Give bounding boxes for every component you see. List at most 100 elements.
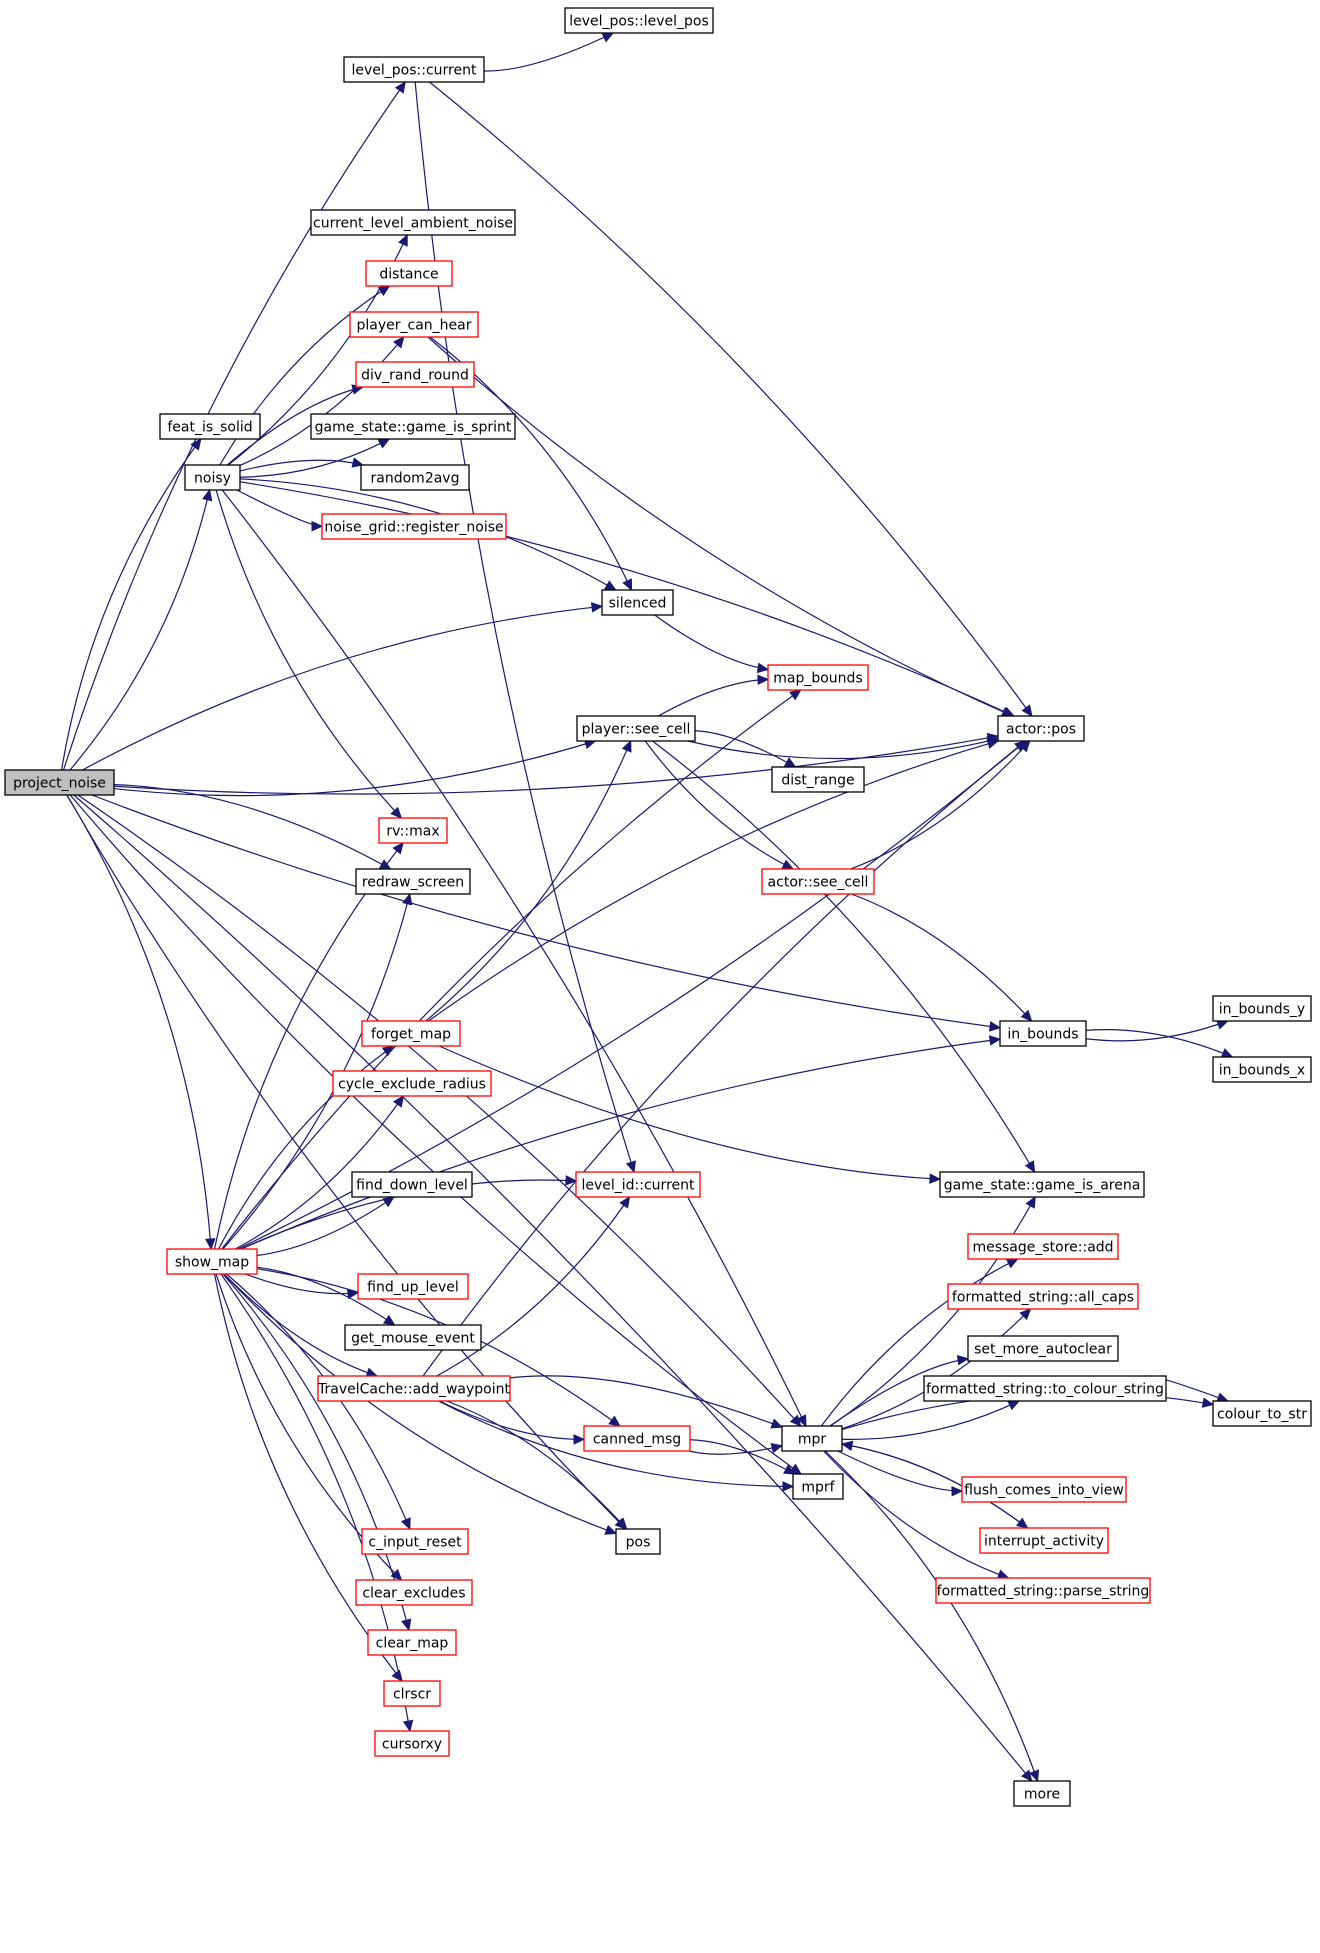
node-flush-comes-into-view[interactable]: flush_comes_into_view	[961, 1476, 1127, 1503]
arrowhead-noisy-to-silenced	[604, 580, 617, 591]
node-noisy[interactable]: noisy	[184, 464, 241, 491]
node-label: cursorxy	[382, 1737, 442, 1753]
node-actor-pos[interactable]: actor::pos	[997, 715, 1085, 742]
node-clear-map[interactable]: clear_map	[367, 1629, 457, 1656]
node-silenced[interactable]: silenced	[601, 589, 674, 616]
edge-mpr-to-game_is_arena	[829, 1196, 1036, 1427]
node-canned-msg[interactable]: canned_msg	[583, 1425, 691, 1452]
node-set-more-autoclear[interactable]: set_more_autoclear	[967, 1335, 1119, 1362]
node-get-mouse-event[interactable]: get_mouse_event	[344, 1324, 482, 1351]
arrowhead-add_waypoint-to-mprf	[782, 1481, 795, 1492]
edge-player_see_cell-to-map_bounds	[658, 678, 769, 717]
arrowhead-canned_msg-to-mprf	[783, 1464, 796, 1475]
edge-canned_msg-to-mprf	[689, 1439, 796, 1475]
node-cursorxy[interactable]: cursorxy	[374, 1730, 450, 1757]
node-label: cycle_exclude_radius	[338, 1077, 486, 1093]
node-box	[997, 715, 1085, 742]
node-label: clear_map	[376, 1636, 449, 1652]
arrowhead-noisy-to-random2avg	[351, 457, 365, 468]
node-rv-max[interactable]: rv::max	[378, 817, 448, 844]
node-message-store-add[interactable]: message_store::add	[967, 1233, 1119, 1260]
arrowhead-add_waypoint-to-actor_pos	[1014, 740, 1027, 752]
node-player-see-cell[interactable]: player::see_cell	[576, 715, 696, 742]
node-more[interactable]: more	[1013, 1780, 1071, 1807]
edge-noisy-to-register_noise	[236, 489, 323, 527]
edge-project_noise-to-mprf	[69, 794, 802, 1475]
arrowhead-mpr-to-game_is_arena	[1025, 1195, 1036, 1209]
node-mprf[interactable]: mprf	[792, 1473, 844, 1500]
arrowhead-mpr-to-more	[1029, 1769, 1040, 1783]
edge-project_noise-to-show_map	[66, 794, 212, 1250]
node-box	[792, 1473, 844, 1500]
edge-mpr-to-flush_comes_into_view	[837, 1450, 963, 1492]
node-to-colour-string[interactable]: formatted_string::to_colour_string	[923, 1375, 1167, 1402]
node-box	[367, 1629, 457, 1656]
node-level-id-current[interactable]: level_id::current	[575, 1171, 701, 1198]
node-find-down-level[interactable]: find_down_level	[351, 1171, 473, 1198]
node-show-map[interactable]: show_map	[166, 1248, 258, 1275]
node-dist-range[interactable]: dist_range	[771, 766, 865, 793]
node-game-is-sprint[interactable]: game_state::game_is_sprint	[310, 413, 516, 440]
node-box	[351, 1171, 473, 1198]
node-label: map_bounds	[773, 671, 862, 687]
arrowhead-show_map-to-level_id_current	[565, 1175, 578, 1186]
node-random2avg[interactable]: random2avg	[360, 464, 470, 491]
node-parse-string[interactable]: formatted_string::parse_string	[935, 1577, 1151, 1604]
node-clear-excludes[interactable]: clear_excludes	[355, 1579, 473, 1606]
node-level-pos-current[interactable]: level_pos::current	[343, 56, 485, 83]
node-mpr[interactable]: mpr	[781, 1425, 843, 1452]
node-label: rv::max	[386, 824, 439, 840]
arrowhead-add_waypoint-to-level_id_current	[619, 1195, 631, 1209]
node-clrscr[interactable]: clrscr	[383, 1680, 441, 1707]
node-all-caps[interactable]: formatted_string::all_caps	[947, 1283, 1139, 1310]
node-current-level-ambient-noise[interactable]: current_level_ambient_noise	[310, 209, 516, 236]
node-project-noise[interactable]: project_noise	[4, 769, 115, 796]
node-label: in_bounds	[1007, 1027, 1078, 1043]
node-feat-is-solid[interactable]: feat_is_solid	[159, 413, 261, 440]
node-box	[184, 464, 241, 491]
node-find-up-level[interactable]: find_up_level	[357, 1273, 469, 1300]
node-redraw-screen[interactable]: redraw_screen	[355, 868, 471, 895]
node-in-bounds-y[interactable]: in_bounds_y	[1212, 995, 1312, 1022]
node-game-is-arena[interactable]: game_state::game_is_arena	[939, 1171, 1145, 1198]
edge-level_pos_current-to-actor_pos	[429, 81, 1033, 717]
node-box	[310, 209, 516, 236]
node-map-bounds[interactable]: map_bounds	[767, 664, 869, 691]
node-label: flush_comes_into_view	[964, 1483, 1124, 1499]
arrowhead-mpr-to-flush_comes_into_view	[951, 1486, 964, 1497]
node-div-rand-round[interactable]: div_rand_round	[355, 361, 475, 388]
node-forget-map[interactable]: forget_map	[361, 1020, 461, 1047]
node-box	[1212, 1400, 1312, 1427]
node-c-input-reset[interactable]: c_input_reset	[361, 1528, 469, 1555]
node-register-noise[interactable]: noise_grid::register_noise	[321, 513, 507, 540]
node-box	[357, 1273, 469, 1300]
node-colour-to-str[interactable]: colour_to_str	[1212, 1400, 1312, 1427]
node-player-can-hear[interactable]: player_can_hear	[349, 311, 479, 338]
node-label: canned_msg	[593, 1432, 681, 1448]
node-interrupt-activity[interactable]: interrupt_activity	[979, 1527, 1109, 1554]
node-label: feat_is_solid	[167, 420, 252, 436]
node-cycle-exclude-radius[interactable]: cycle_exclude_radius	[332, 1070, 492, 1097]
arrowhead-noisy-to-register_noise	[311, 520, 324, 532]
edge-level_pos_current-to-level_pos_level_pos	[483, 32, 614, 72]
edge-project_noise-to-feat_is_solid	[60, 438, 202, 771]
edge-show_map-to-map_bounds	[221, 689, 802, 1250]
node-in-bounds[interactable]: in_bounds	[999, 1020, 1087, 1047]
edge-add_waypoint-to-mprf	[438, 1400, 794, 1488]
arrowhead-show_map-to-c_input_reset	[400, 1517, 411, 1531]
node-box	[343, 56, 485, 83]
node-add-waypoint[interactable]: TravelCache::add_waypoint	[317, 1375, 511, 1402]
node-label: silenced	[609, 596, 667, 612]
node-label: colour_to_str	[1217, 1407, 1307, 1423]
node-distance[interactable]: distance	[365, 260, 453, 287]
node-level-pos-level-pos[interactable]: level_pos::level_pos	[564, 7, 714, 34]
node-pos[interactable]: pos	[615, 1528, 661, 1555]
edge-noisy-to-random2avg	[239, 459, 364, 472]
edge-project_noise-to-actor_pos	[113, 735, 999, 795]
node-label: interrupt_activity	[984, 1534, 1104, 1550]
node-label: random2avg	[371, 471, 460, 487]
arrowhead-mpr-to-message_store_add	[1005, 1258, 1019, 1269]
node-actor-see-cell[interactable]: actor::see_cell	[761, 868, 875, 895]
arrowhead-noisy-to-player_can_hear	[393, 336, 405, 349]
node-in-bounds-x[interactable]: in_bounds_x	[1212, 1056, 1312, 1083]
